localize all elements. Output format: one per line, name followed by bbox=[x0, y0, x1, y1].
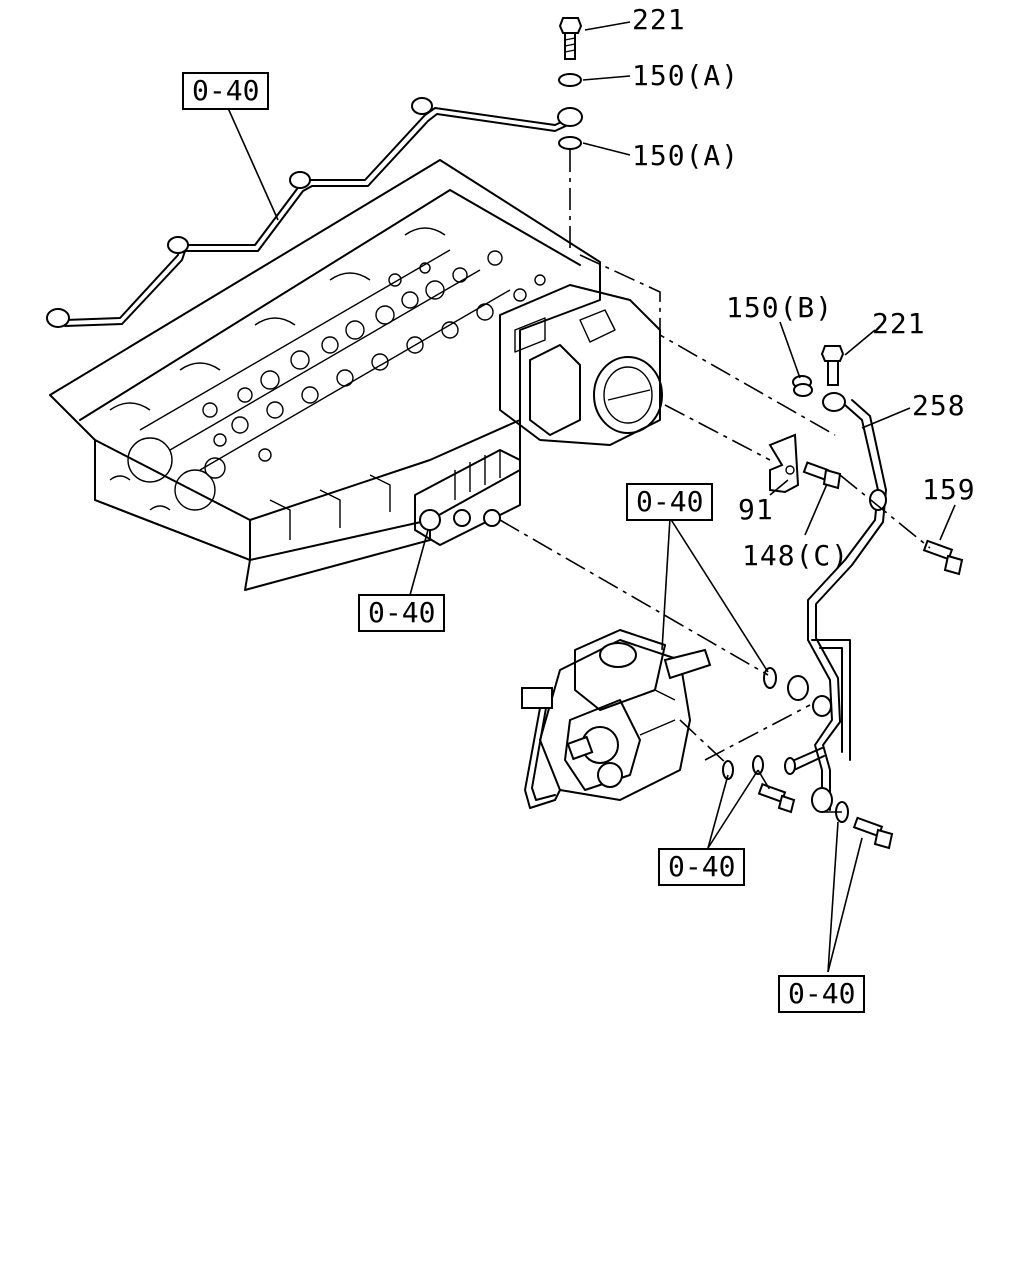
throttle-body bbox=[499, 284, 663, 446]
callout-258: 258 bbox=[912, 389, 966, 422]
bolt-pump bbox=[757, 782, 796, 814]
washer-150a-lower bbox=[558, 136, 582, 150]
callout-221-right: 221 bbox=[872, 307, 926, 340]
ref-box-injector: 0-40 bbox=[358, 594, 446, 632]
washer-pump-1 bbox=[763, 667, 777, 689]
bracket-91 bbox=[768, 433, 800, 494]
callout-91: 91 bbox=[738, 493, 774, 526]
bolt-159 bbox=[922, 539, 964, 576]
washer-150b bbox=[792, 375, 813, 397]
callout-148c: 148(C) bbox=[742, 539, 850, 572]
callout-150a-lower: 150(A) bbox=[632, 139, 740, 172]
washer-pump-3 bbox=[752, 755, 764, 775]
alignment-lines bbox=[499, 150, 931, 813]
bolt-221-right bbox=[820, 345, 845, 386]
leader-lines bbox=[227, 21, 956, 973]
bolt-221-top bbox=[558, 17, 583, 60]
ref-box-bottom-right: 0-40 bbox=[778, 975, 866, 1013]
supply-pump bbox=[521, 629, 712, 809]
callout-221-top: 221 bbox=[632, 3, 686, 36]
callout-150a-upper: 150(A) bbox=[632, 59, 740, 92]
bolt-148c bbox=[802, 461, 842, 490]
return-pipe-258 bbox=[784, 392, 887, 813]
callout-150b: 150(B) bbox=[726, 291, 834, 324]
ref-box-top-left: 0-40 bbox=[182, 72, 270, 110]
ref-box-pump-top: 0-40 bbox=[626, 483, 714, 521]
callout-159: 159 bbox=[922, 473, 976, 506]
leak-off-pipe bbox=[46, 97, 583, 328]
ref-box-pump-bottom: 0-40 bbox=[658, 848, 746, 886]
cylinder-head bbox=[49, 159, 601, 591]
washer-pump-2 bbox=[722, 760, 734, 780]
bolt-pump-2 bbox=[852, 816, 894, 850]
washer-150a-upper bbox=[558, 73, 582, 87]
